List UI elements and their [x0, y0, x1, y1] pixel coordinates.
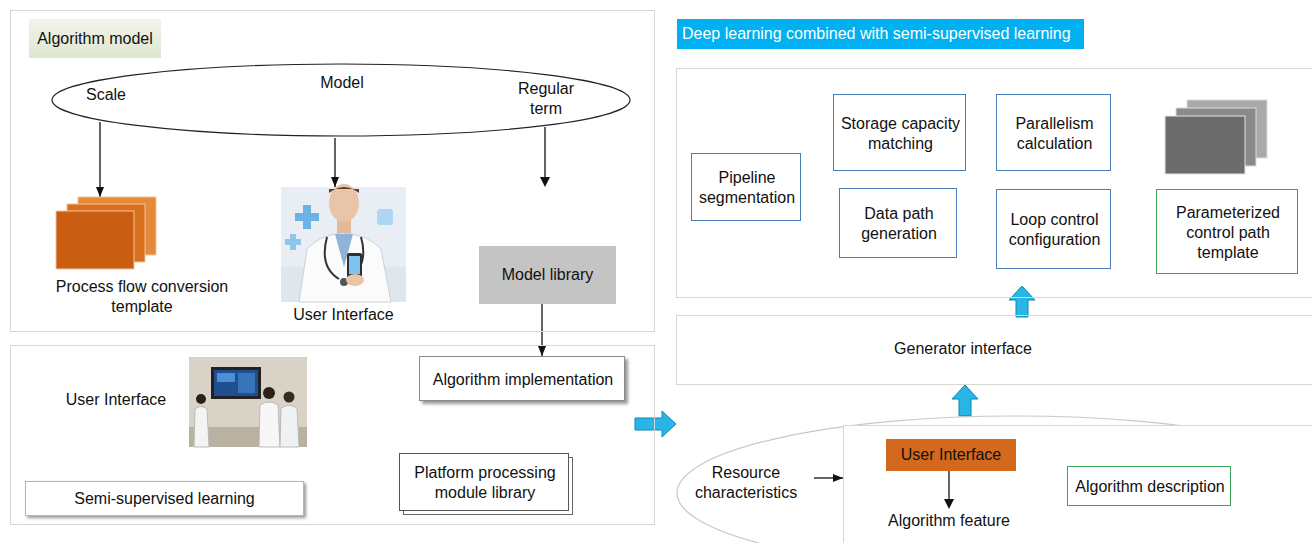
text-box: Model library: [479, 246, 616, 304]
template-box: Parameterized control path template: [1156, 189, 1298, 274]
text-box: Platform processing module library: [400, 454, 570, 512]
process-box: Data path generation: [839, 188, 957, 258]
description-box: Algorithm description: [1067, 466, 1231, 506]
panel: Generator interface: [676, 315, 1312, 385]
text-box: Algorithm feature: [864, 511, 1034, 531]
text-box: User Interface: [53, 390, 179, 410]
ellipse-region: Resource characteristicsAlgorithm featur…: [676, 408, 1312, 543]
section-heading: Algorithm model: [29, 19, 161, 58]
node-label: Model library: [502, 265, 594, 285]
node-label: User Interface: [66, 390, 166, 410]
text-box: Regular term: [515, 79, 577, 119]
text-box: Model: [307, 73, 377, 93]
text-box: Algorithm description: [1068, 467, 1232, 507]
text-box: Data path generation: [840, 189, 958, 259]
node-label: Loop control configuration: [1003, 210, 1106, 250]
node-label: Data path generation: [846, 204, 952, 244]
node-label: Semi-supervised learning: [74, 489, 255, 509]
arrow-head: [540, 177, 550, 187]
node-label: Parallelism calculation: [1003, 114, 1106, 154]
panel: Deep learning combined with semi-supervi…: [676, 68, 1312, 298]
connector-arrow: [334, 138, 335, 187]
text-box: Process flow conversion template: [47, 277, 237, 317]
doctor-photo: User Interface: [276, 187, 411, 329]
node-label: Algorithm description: [1075, 477, 1224, 497]
panel: Algorithm modelScale Model Regular termPro…: [10, 10, 655, 332]
node-label: Pipeline segmentation: [698, 168, 796, 208]
node-label: Storage capacity matching: [840, 114, 961, 154]
process-box: Algorithm implementation: [419, 356, 625, 401]
node-label: Regular term: [515, 79, 577, 119]
section-heading: Deep learning combined with semi-supervi…: [677, 19, 1084, 49]
block-arrow: [952, 385, 978, 416]
node-label: Resource characteristics: [684, 463, 808, 503]
panel: Semi-supervised learning User Interface Al…: [10, 345, 655, 525]
node-label: Parameterized control path template: [1163, 203, 1293, 263]
stack-image: [1165, 116, 1245, 174]
section-heading: Semi-supervised learning: [25, 481, 304, 516]
text-box: Loop control configuration: [997, 190, 1112, 270]
text-box: Generator interface: [863, 339, 1063, 359]
library-box: Model library: [479, 246, 616, 304]
node-label: Platform processing module library: [406, 463, 564, 503]
connector-arrow: [99, 122, 100, 197]
text-box: User Interface: [886, 439, 1016, 471]
node-label: Algorithm implementation: [433, 370, 614, 390]
illustration: [943, 471, 955, 511]
node-label: Algorithm model: [37, 29, 153, 49]
text-box: Algorithm implementation: [420, 357, 626, 402]
block-arrow: [1009, 286, 1035, 317]
connector-arrow: [541, 304, 542, 356]
library-box: Platform processing module library: [399, 453, 569, 511]
ellipse-group: Scale Model Regular term: [51, 63, 631, 137]
node-label: User Interface: [901, 445, 1001, 465]
feature-box: Algorithm feature User InterfaceAlgorithm…: [843, 425, 1312, 543]
node-label: Process flow conversion template: [47, 277, 237, 317]
leader-arrow: [544, 127, 545, 177]
node-label: Generator interface: [894, 339, 1032, 359]
photo-figure: User Interface: [53, 356, 309, 448]
node-label: Deep learning combined with semi-supervi…: [682, 24, 1071, 44]
connector-arrow: [814, 477, 843, 478]
node-label: User Interface: [293, 305, 393, 325]
process-box: Pipeline segmentation: [691, 153, 801, 221]
block-arrow: [635, 411, 676, 437]
node-label: Algorithm feature: [888, 511, 1010, 531]
node-label: Model: [320, 73, 364, 93]
process-box: Storage capacity matching: [833, 94, 966, 171]
text-box: Pipeline segmentation: [692, 154, 802, 222]
process-box: Loop control configuration: [996, 189, 1111, 269]
text-box: Resource characteristics: [684, 463, 808, 503]
text-box: Storage capacity matching: [834, 95, 967, 172]
process-box: Parallelism calculation: [996, 94, 1111, 171]
node-label: Scale: [86, 85, 126, 105]
text-box: Scale: [76, 85, 136, 105]
illustration: [281, 187, 406, 302]
interface-box: User Interface: [886, 439, 1016, 471]
illustration: [56, 197, 156, 269]
text-box: Parameterized control path template: [1157, 190, 1299, 275]
text-box: Parallelism calculation: [997, 95, 1112, 172]
template-icon: Process flow conversion template: [47, 197, 237, 321]
text-box: User Interface: [276, 305, 411, 325]
illustration: [189, 357, 307, 447]
